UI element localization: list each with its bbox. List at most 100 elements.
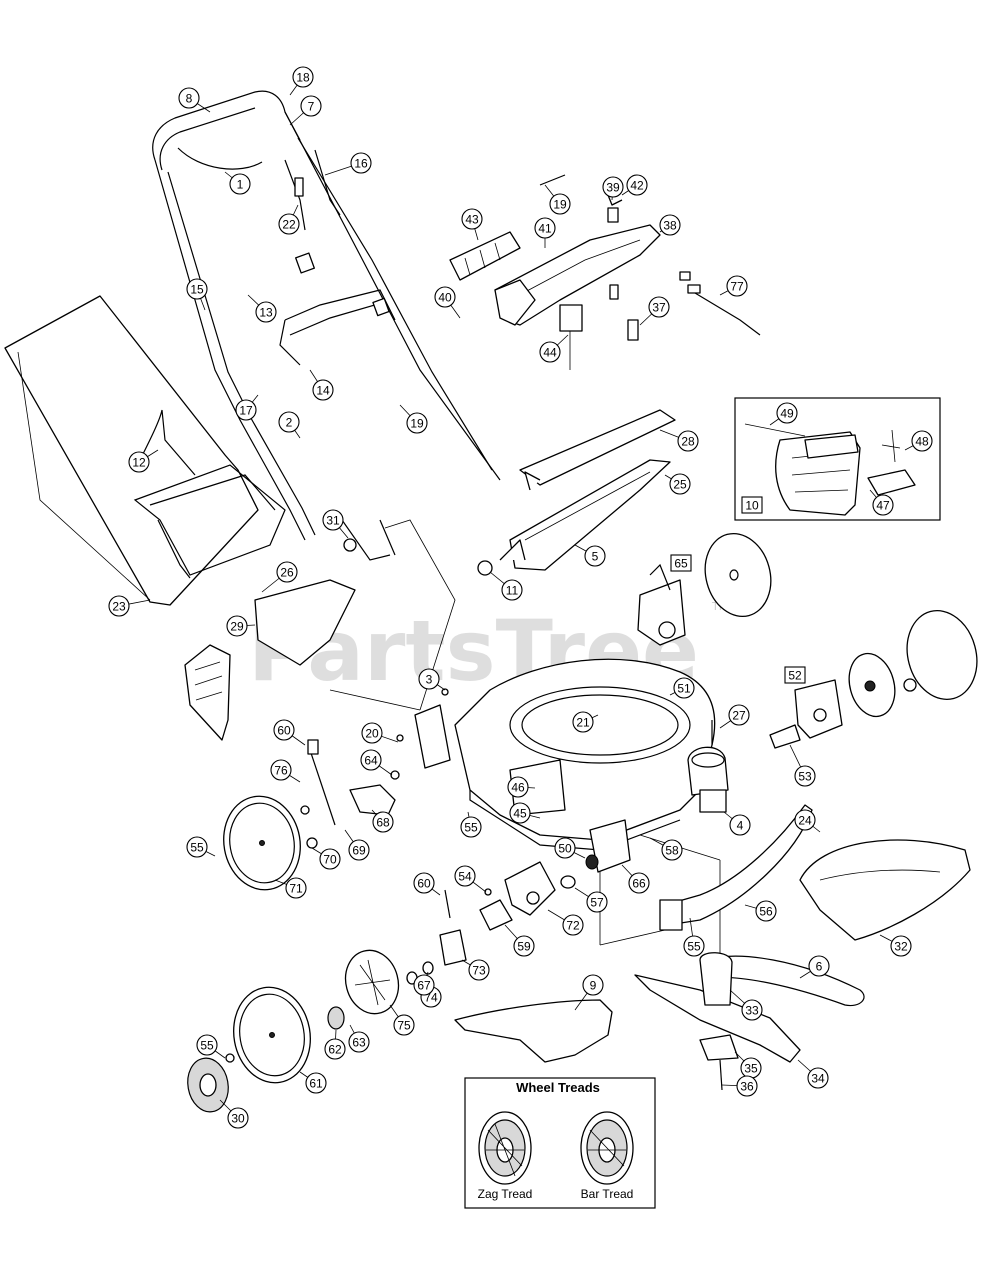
callout-number: 73 <box>472 964 486 978</box>
callout-number: 32 <box>894 940 908 954</box>
callout-number: 6 <box>816 960 823 974</box>
height-adjuster-left <box>300 739 396 849</box>
grass-bag <box>4 295 286 606</box>
callout-number: 77 <box>730 280 744 294</box>
callout-number: 19 <box>553 198 567 212</box>
callout-circle <box>348 1031 370 1053</box>
callout-circle <box>361 722 383 744</box>
legend-caption-bar: Bar Tread <box>581 1187 634 1201</box>
callout-circle <box>413 974 435 996</box>
callout-number: 5 <box>592 550 599 564</box>
callout-circle <box>372 811 394 833</box>
callout-71: 71 <box>285 877 307 899</box>
callout-circle <box>406 412 428 434</box>
callout-circle <box>628 872 650 894</box>
callout-circle <box>673 677 695 699</box>
callout-circle <box>890 935 912 957</box>
callout-circle <box>196 1034 218 1056</box>
callout-circle <box>278 213 300 235</box>
callout-circle <box>807 1067 829 1089</box>
callout-57: 57 <box>586 891 608 913</box>
callout-circle <box>276 561 298 583</box>
callout-circle <box>626 174 648 196</box>
rear-drive-assembly <box>637 563 686 646</box>
callout-number: 48 <box>915 435 929 449</box>
front-wheel-left <box>187 949 434 1113</box>
callout-number: 43 <box>465 213 479 227</box>
callout-73: 73 <box>468 959 490 981</box>
callout-circle <box>572 711 594 733</box>
callout-circle <box>270 759 292 781</box>
callout-67: 67 <box>413 974 435 996</box>
bar-tread-wheel <box>580 1111 634 1185</box>
callout-48: 48 <box>911 430 933 452</box>
callout-number: 3 <box>426 673 433 687</box>
callout-circle <box>278 411 300 433</box>
callout-circle <box>292 66 314 88</box>
legend-title: Wheel Treads <box>516 1080 600 1095</box>
callout-number: 66 <box>632 877 646 891</box>
callout-number: 41 <box>538 222 552 236</box>
callout-circle <box>729 814 751 836</box>
callout-circle <box>454 865 476 887</box>
box-label-frame <box>741 496 763 514</box>
callout-number: 62 <box>328 1043 342 1057</box>
callout-circle <box>226 615 248 637</box>
callout-number: 71 <box>289 882 303 896</box>
front-baffle <box>664 804 813 926</box>
callout-circle <box>509 802 531 824</box>
callout-number: 12 <box>132 456 146 470</box>
box-label-65: 65 <box>670 554 692 572</box>
callout-number: 4 <box>737 819 744 833</box>
callout-circle <box>350 152 372 174</box>
callout-number: 24 <box>798 814 812 828</box>
callout-21: 21 <box>572 711 594 733</box>
side-discharge-deflector <box>799 839 971 941</box>
callout-circle <box>273 719 295 741</box>
callout-number: 50 <box>558 842 572 856</box>
callout-number: 68 <box>376 816 390 830</box>
callout-36: 36 <box>736 1075 758 1097</box>
callout-number: 69 <box>352 844 366 858</box>
callout-number: 54 <box>458 870 472 884</box>
box-label-number: 10 <box>745 499 759 513</box>
callout-circle <box>513 935 535 957</box>
callout-circle <box>683 935 705 957</box>
callout-19: 19 <box>549 193 571 215</box>
callout-12: 12 <box>128 451 150 473</box>
callout-number: 64 <box>364 754 378 768</box>
callout-number: 23 <box>112 600 126 614</box>
callout-59: 59 <box>513 935 535 957</box>
callout-6: 6 <box>808 955 830 977</box>
callout-38: 38 <box>659 214 681 236</box>
rear-wheel-right <box>794 610 978 739</box>
callout-number: 17 <box>239 404 253 418</box>
legend-caption-zag: Zag Tread <box>478 1187 533 1201</box>
callout-number: 7 <box>308 100 315 114</box>
callout-number: 70 <box>323 853 337 867</box>
callout-circle <box>229 173 251 195</box>
callout-circle <box>319 848 341 870</box>
rear-door-assembly <box>477 409 676 576</box>
callout-circle <box>534 217 556 239</box>
callout-76: 76 <box>270 759 292 781</box>
callout-circle <box>108 595 130 617</box>
callout-circle <box>808 955 830 977</box>
callout-3: 3 <box>418 668 440 690</box>
callout-circle <box>461 208 483 230</box>
callout-number: 61 <box>309 1077 323 1091</box>
callout-number: 46 <box>511 781 525 795</box>
callout-number: 53 <box>798 770 812 784</box>
callout-41: 41 <box>534 217 556 239</box>
callout-circle <box>413 872 435 894</box>
callout-5: 5 <box>584 545 606 567</box>
callout-circle <box>322 509 344 531</box>
callout-74: 74 <box>420 986 442 1008</box>
callout-number: 27 <box>732 709 746 723</box>
callout-34: 34 <box>807 1067 829 1089</box>
callout-29: 29 <box>226 615 248 637</box>
callout-17: 17 <box>235 399 257 421</box>
callout-number: 72 <box>566 919 580 933</box>
callout-number: 30 <box>231 1112 245 1126</box>
